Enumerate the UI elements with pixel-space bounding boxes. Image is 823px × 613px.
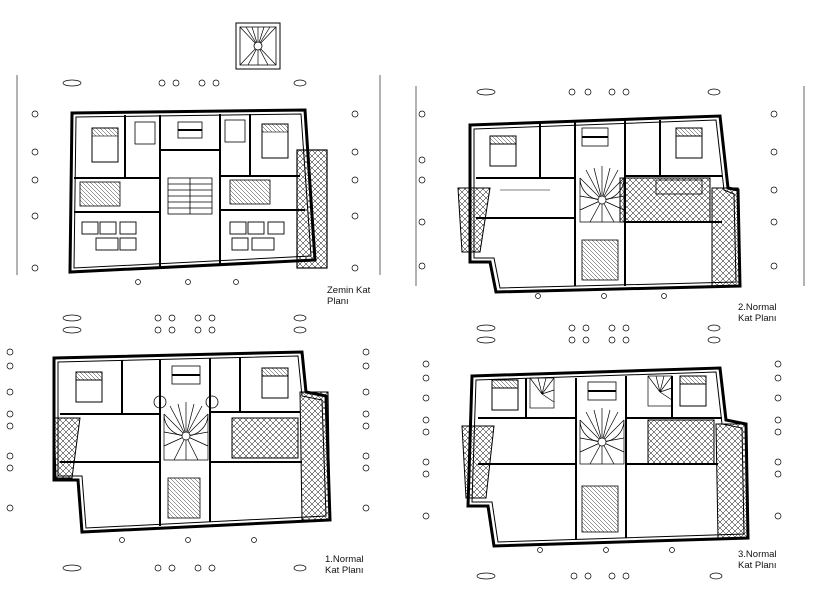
key-plan-stair-icon <box>235 22 281 70</box>
bed-icon <box>489 127 703 167</box>
plan-title-line1: Zemin Kat <box>327 285 371 296</box>
plan-title-line1: 2.Normal <box>738 302 777 313</box>
plan-title-line1: 1.Normal <box>325 554 364 565</box>
stair-icon <box>529 375 673 465</box>
plan-floor1 <box>52 350 332 534</box>
plan-title-floor3: 3.Normal Kat Planı <box>738 549 777 571</box>
dimension-bubble-icon <box>31 79 359 285</box>
plan-title-floor2: 2.Normal Kat Planı <box>738 302 777 324</box>
stair-icon <box>579 166 625 223</box>
stair-icon <box>167 177 213 215</box>
sofa-icon <box>81 221 285 251</box>
plan-title-line2: Kat Planı <box>738 560 777 571</box>
plan-title-line2: Kat Planı <box>738 313 777 324</box>
bed-icon <box>91 123 289 163</box>
dimension-bubble-icon <box>6 314 370 572</box>
bed-icon <box>75 367 289 403</box>
plan-floor3 <box>461 366 750 548</box>
plan-title-line2: Planı <box>327 296 349 307</box>
plan-title-floor1: 1.Normal Kat Planı <box>325 554 364 576</box>
plan-floor2 <box>457 114 742 294</box>
plan-title-line1: 3.Normal <box>738 549 777 560</box>
plan-title-ground: Zemin Kat Planı <box>327 285 370 307</box>
plan-ground <box>68 108 328 274</box>
plan-title-line2: Kat Planı <box>325 565 364 576</box>
bed-icon <box>491 375 707 411</box>
dimension-bubble-icon <box>422 324 782 580</box>
stair-icon <box>163 402 209 461</box>
dimension-bubble-icon <box>418 88 778 299</box>
